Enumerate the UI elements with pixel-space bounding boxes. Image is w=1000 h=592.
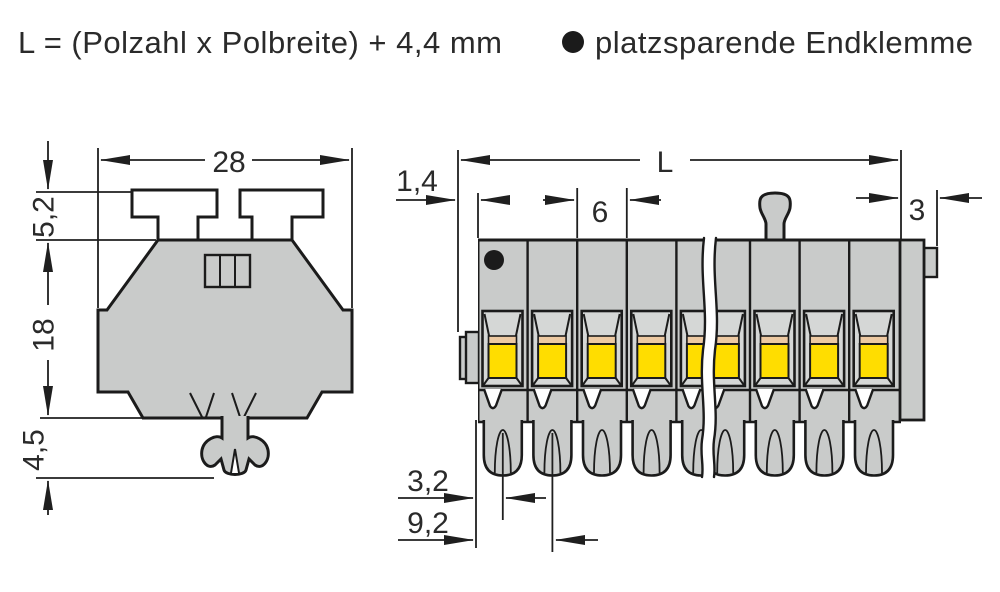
marker-field bbox=[203, 253, 252, 289]
mounting-lever-tab bbox=[758, 191, 792, 242]
front-view: 28 5,2 18 4,5 bbox=[18, 141, 354, 515]
feature-note-label: platzsparende Endklemme bbox=[595, 25, 974, 60]
housing-body bbox=[96, 238, 354, 420]
end-tab-left bbox=[458, 330, 481, 385]
rail-claw-right bbox=[238, 188, 325, 242]
dim-left-end-label: 1,4 bbox=[396, 165, 438, 198]
break-edge-right bbox=[712, 236, 719, 479]
dim-body-height-label: 18 bbox=[28, 318, 61, 351]
break-edge-left bbox=[700, 236, 707, 479]
header: L = (Polzahl x Polbreite) + 4,4 mm platz… bbox=[18, 25, 974, 60]
bullet-icon bbox=[562, 31, 584, 53]
dim-total-length-label: L bbox=[657, 146, 674, 179]
anchor-slot bbox=[230, 448, 240, 474]
locator-dot-icon bbox=[484, 250, 504, 270]
snap-anchor-foot bbox=[200, 416, 270, 476]
dim-pole-pitch-label: 6 bbox=[592, 196, 609, 229]
end-tab-right bbox=[922, 246, 939, 279]
formula-label: L = (Polzahl x Polbreite) + 4,4 mm bbox=[18, 25, 503, 60]
dim-tab-height-label: 5,2 bbox=[28, 196, 61, 238]
side-view: L 1,4 6 3 3,2 9,2 bbox=[396, 146, 982, 552]
rail-claw-left bbox=[130, 188, 219, 242]
pole-strip-right bbox=[713, 238, 901, 477]
pole-strip-left bbox=[478, 238, 705, 477]
dim-foot-offset-second-label: 9,2 bbox=[407, 507, 449, 540]
dim-foot-height-label: 4,5 bbox=[18, 429, 51, 471]
end-plate bbox=[898, 238, 926, 422]
side-view-dimensions bbox=[396, 150, 982, 552]
dim-foot-offset-first-label: 3,2 bbox=[407, 465, 449, 498]
dim-width-label: 28 bbox=[212, 146, 245, 179]
dim-right-end-label: 3 bbox=[909, 194, 926, 227]
front-view-dimensions bbox=[36, 141, 353, 515]
